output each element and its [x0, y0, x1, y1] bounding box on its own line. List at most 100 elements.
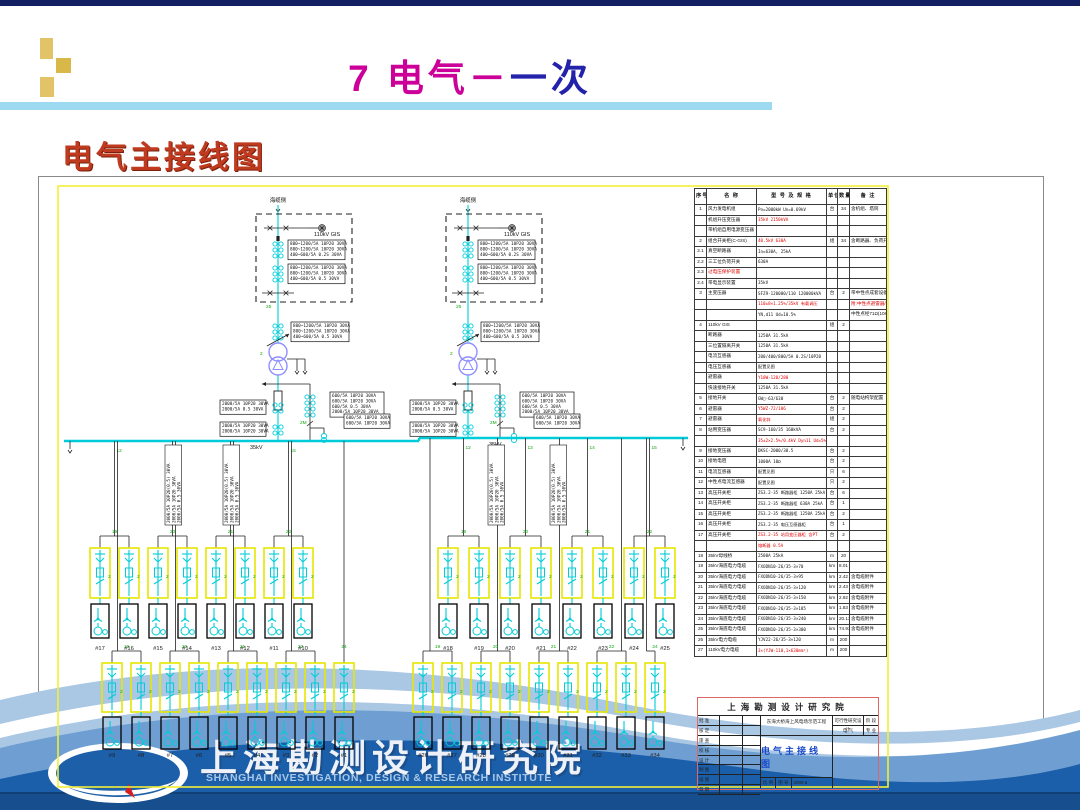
table-cell: 2 [837, 403, 850, 415]
table-cell: 高压开关柜 [706, 487, 757, 499]
table-cell: m [826, 550, 838, 562]
table-cell: 中性点电流互感器 [706, 477, 757, 489]
table-cell [694, 540, 707, 552]
table-cell [837, 330, 850, 342]
signature-label: 制 图 [698, 765, 720, 775]
table-cell: 1250A 31.5kA [756, 330, 827, 342]
table-cell: 组合开关柜(C-GIS) [706, 235, 757, 247]
table-cell: Y10W-120/288 [756, 372, 827, 384]
table-cell: 台 [826, 445, 838, 457]
table-cell [694, 361, 707, 373]
table-header-cell: 备 注 [849, 188, 887, 205]
table-cell [694, 309, 707, 321]
table-cell: 1 [837, 498, 850, 510]
signature-cell [743, 726, 760, 735]
table-cell: 只 [826, 477, 838, 489]
signature-cell [720, 765, 743, 775]
table-cell: 接地开关 [706, 393, 757, 405]
table-cell [849, 634, 887, 646]
table-cell: 2 [837, 424, 850, 436]
signature-cell [720, 716, 743, 725]
table-cell [756, 267, 827, 279]
slide-title-prefix: 7 电气－ [348, 58, 510, 99]
table-cell: 2 [837, 319, 850, 331]
table-cell: 5 [694, 393, 707, 405]
table-cell: 台 [826, 393, 838, 405]
table-cell: 过电压保护装置 [706, 267, 757, 279]
table-cell: 9 [694, 445, 707, 457]
table-cell: 35kV海底电力电缆 [706, 624, 757, 636]
table-cell: 含电缆附件 [849, 571, 887, 583]
table-cell: 4 [694, 319, 707, 331]
table-cell: 带电显示装置 [706, 277, 757, 289]
table-cell [849, 550, 887, 562]
table-cell [826, 267, 838, 279]
table-cell [694, 340, 707, 352]
table-cell [849, 351, 887, 363]
table-cell: YJV22-26/35-3×120 [756, 634, 827, 646]
table-cell: km [826, 592, 838, 604]
table-cell [826, 330, 838, 342]
table-cell: 3 [694, 288, 707, 300]
table-cell: 18 [694, 550, 707, 562]
table-cell: 35kV海底电力电缆 [706, 613, 757, 625]
table-cell: 含断路器、负荷开关等 [849, 235, 887, 247]
table-cell [706, 435, 757, 447]
table-cell: 组 [826, 319, 838, 331]
title-block-institute: 上海勘测设计研究院 [698, 698, 878, 716]
title-block-stage: 可行性研究设计 阶 段 电 气 专 业 [833, 716, 878, 788]
institute-name-en: SHANGHAI INVESTIGATION, DESIGN & RESEARC… [206, 772, 553, 784]
table-cell: 随电站构架配置 [849, 393, 887, 405]
table-cell: 35kV电力电缆 [706, 634, 757, 646]
table-cell [849, 456, 887, 468]
table-cell: 6 [837, 487, 850, 499]
table-cell [837, 267, 850, 279]
signature-cell [720, 775, 743, 785]
table-cell: 2 [837, 288, 850, 300]
table-row: 电压互感器配置见图 [694, 361, 887, 373]
table-cell: SFZ9-120000/110 120000kVA [756, 288, 827, 300]
table-cell: In=630A, 25kA [756, 246, 827, 258]
table-cell: 避雷器 [706, 372, 757, 384]
table-cell: 11 [694, 466, 707, 478]
signature-cell [720, 735, 743, 745]
table-cell: 熔断器 0.5A [756, 540, 827, 552]
table-cell: 2.4 [694, 277, 707, 289]
table-cell [849, 498, 887, 510]
title-block-drawing-title: 电气主接线图 [761, 745, 822, 769]
scale-label: 比 例 [761, 778, 777, 788]
table-cell [849, 256, 887, 268]
table-cell [849, 445, 887, 457]
table-cell: 组 [826, 414, 838, 426]
table-cell [849, 508, 887, 520]
table-cell: GW□-63/630 [756, 393, 827, 405]
signature-row: 描 图 [698, 775, 760, 786]
table-cell: ZS3.2-35 断路器柜 630A 25kA [756, 498, 827, 510]
table-cell: 6 [694, 403, 707, 415]
table-cell: 630A [756, 256, 827, 268]
table-cell: 1 [837, 519, 850, 531]
table-cell: 2.2 [694, 256, 707, 268]
table-cell: 200 [837, 634, 850, 646]
table-cell: 带机组自用电源变压器 [706, 225, 757, 237]
title-block-signatures: 批 准核 定审 查校 核设 计制 图描 图日 期 [698, 716, 761, 796]
table-cell: 8.01 [837, 561, 850, 573]
signature-row: 审 查 [698, 735, 760, 746]
table-cell: FXODN10-26/35-3×185 [756, 603, 827, 615]
table-cell: 20.13 [837, 613, 850, 625]
table-cell: 三工位负荷开关 [706, 256, 757, 268]
signature-cell [720, 745, 743, 755]
discipline-label: 专 业 [865, 728, 877, 733]
